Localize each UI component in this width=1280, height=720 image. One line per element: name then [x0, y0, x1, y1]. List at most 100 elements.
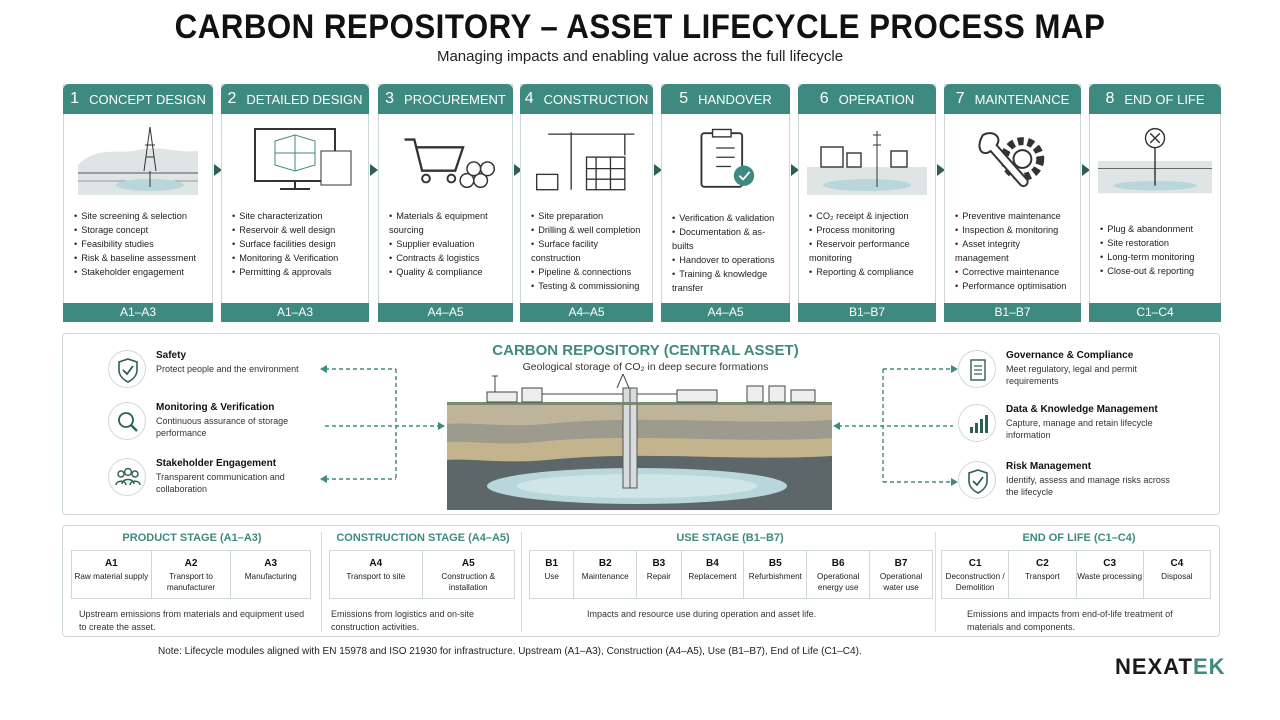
stage-activity-list: Site screening & selectionStorage concep…: [74, 210, 208, 280]
injection-facility-icon: [807, 125, 927, 201]
stage-activity-list: Site preparationDrilling & well completi…: [531, 210, 648, 293]
eol-stage-note: Emissions and impacts from end-of-life t…: [967, 609, 1173, 632]
list-item: Close-out & reporting: [1100, 265, 1216, 279]
checklist-icon: [958, 350, 996, 388]
eol-stage-title: END OF LIFE (C1–C4): [1022, 532, 1136, 544]
list-item: Performance optimisation: [955, 280, 1076, 294]
list-item: Drilling & well completion: [531, 224, 648, 238]
stage-card: 8 END OF LIFE Plug & abandonmentSite resto…: [1089, 84, 1221, 322]
list-item: Materials & equipment sourcing: [389, 210, 508, 238]
stage-label: CONCEPT DESIGN: [89, 91, 206, 107]
list-item: Contracts & logistics: [389, 252, 508, 266]
stage-label: DETAILED DESIGN: [246, 91, 363, 107]
shield-check-icon: [958, 461, 996, 499]
stage-modules-badge: A4–A5: [661, 303, 790, 322]
list-item: Process monitoring: [809, 224, 931, 238]
list-item: Risk & baseline assessment: [74, 252, 208, 266]
stage-modules-badge: A1–A3: [63, 303, 213, 322]
stage-label: PROCUREMENT: [404, 91, 506, 107]
stage-card: 7MAINTENANCEPreventive maintenanceInspec…: [944, 84, 1081, 322]
stage-label: OPERATION: [838, 91, 915, 107]
site-survey-icon: [72, 125, 204, 201]
central-subtitle: Geological storage of CO₂ in deep secure…: [522, 361, 769, 373]
pillar-data: Data & Knowledge Management Capture, man…: [958, 404, 1198, 448]
page-subtitle: Managing impacts and enabling value acro…: [436, 48, 844, 65]
list-item: Site restoration: [1100, 237, 1216, 251]
stage-activity-list: Plug & abandonmentSite restorationLong-t…: [1100, 223, 1216, 279]
stage-number: 5: [679, 90, 689, 107]
list-item: Reservoir performance monitoring: [809, 238, 931, 266]
construction-stage-note: Emissions from logistics and on-site con…: [331, 609, 475, 632]
central-asset-panel: CARBON REPOSITORY (CENTRAL ASSET) Geolog…: [62, 333, 1220, 515]
list-item: Preventive maintenance: [955, 210, 1076, 224]
stage-label: END OF LIFE: [1124, 91, 1205, 107]
stage-modules-badge: A4–A5: [520, 303, 653, 322]
divider: [521, 532, 522, 632]
stage-activity-list: Preventive maintenanceInspection & monit…: [955, 210, 1076, 293]
product-stage-note: Upstream emissions from materials and eq…: [79, 609, 305, 632]
flow-arrow: [514, 164, 522, 176]
list-item: Asset integrity management: [955, 238, 1076, 266]
reservoir-cross-section: [447, 374, 832, 510]
divider: [321, 532, 322, 632]
stage-number: 7: [955, 90, 965, 107]
clipboard-check-icon: [670, 125, 781, 201]
stage-activity-list: Verification & validationDocumentation &…: [672, 212, 785, 295]
list-item: Surface facilities design: [232, 238, 364, 252]
list-item: Verification & validation: [672, 212, 785, 226]
stage-number: 8: [1105, 90, 1115, 107]
list-item: CO₂ receipt & injection: [809, 210, 931, 224]
stage-card: 1 CONCEPT DESIGN Site screening & selectio…: [63, 84, 213, 322]
company-logo: NEXATEK: [1115, 654, 1226, 679]
stage-activity-list: Site characterizationReservoir & well de…: [232, 210, 364, 280]
list-item: Reservoir & well design: [232, 224, 364, 238]
stage-number: 1: [70, 90, 80, 107]
pillar-monitoring: Monitoring & Verification Continuous ass…: [108, 402, 348, 446]
bar-chart-icon: [958, 404, 996, 442]
list-item: Site characterization: [232, 210, 364, 224]
flow-arrow: [1082, 164, 1090, 176]
flow-arrow: [370, 164, 378, 176]
list-item: Site screening & selection: [74, 210, 208, 224]
list-item: Permitting & approvals: [232, 266, 364, 280]
list-item: Quality & compliance: [389, 266, 508, 280]
list-item: Corrective maintenance: [955, 266, 1076, 280]
shield-check-icon: [108, 350, 146, 388]
flow-arrow: [937, 164, 945, 176]
stage-card: 5HANDOVERVerification & validationDocume…: [661, 84, 790, 322]
stage-activity-list: Materials & equipment sourcingSupplier e…: [389, 210, 508, 280]
wrench-gear-icon: [953, 125, 1072, 201]
flow-arrow: [214, 164, 222, 176]
shopping-cart-icon: [387, 125, 504, 201]
construction-stage-title: CONSTRUCTION STAGE (A4–A5): [336, 532, 510, 544]
list-item: Site preparation: [531, 210, 648, 224]
pillar-safety: Safety Protect people and the environmen…: [108, 350, 348, 394]
pillar-risk: Risk Management Identify, assess and man…: [958, 461, 1198, 505]
list-item: Training & knowledge transfer: [672, 268, 785, 296]
